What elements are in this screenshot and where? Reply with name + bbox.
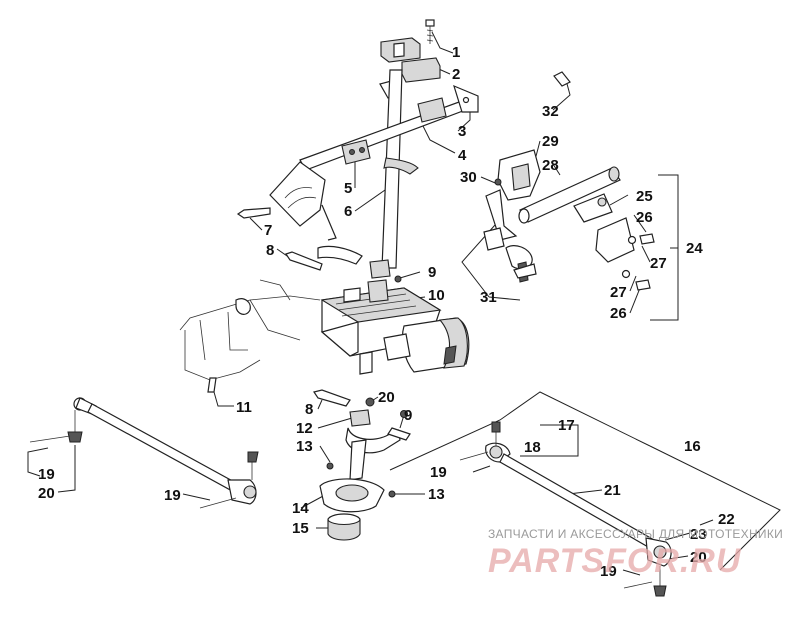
callout-labels: 1 2 3 4 5 6 7 8 9 10 11 8 20 9 12 13 13 … bbox=[38, 44, 735, 580]
watermark-logo: PARTSFOR.RU bbox=[488, 542, 742, 580]
callout-28: 28 bbox=[542, 157, 559, 174]
callout-5: 5 bbox=[344, 180, 352, 197]
callout-32: 32 bbox=[542, 103, 559, 120]
watermark: ЗАПЧАСТИ И АКСЕССУАРЫ ДЛЯ МОТОТЕХНИКИ PA… bbox=[488, 527, 783, 580]
watermark-caption: ЗАПЧАСТИ И АКСЕССУАРЫ ДЛЯ МОТОТЕХНИКИ bbox=[488, 527, 783, 541]
callout-11: 11 bbox=[236, 399, 252, 416]
callout-1: 1 bbox=[452, 44, 460, 61]
callout-19-bottom: 19 bbox=[600, 563, 617, 580]
callout-12: 12 bbox=[296, 420, 313, 437]
callout-16: 16 bbox=[684, 438, 701, 455]
steering-support-assembly bbox=[483, 71, 655, 291]
pitman-assembly bbox=[313, 389, 411, 541]
callout-26-lower: 26 bbox=[610, 305, 627, 322]
steering-column bbox=[236, 19, 479, 283]
callout-27-upper: 27 bbox=[650, 255, 667, 272]
callout-10: 10 bbox=[428, 287, 445, 304]
callout-19-left: 19 bbox=[38, 466, 55, 483]
callout-13-lower: 13 bbox=[428, 486, 445, 503]
callout-8-lower: 8 bbox=[305, 401, 313, 418]
callout-17: 17 bbox=[558, 417, 575, 434]
callout-20-center: 20 bbox=[378, 389, 395, 406]
callout-13-upper: 13 bbox=[296, 438, 313, 455]
leader-lines bbox=[27, 31, 781, 576]
callout-29: 29 bbox=[542, 133, 559, 150]
steering-gearbox bbox=[320, 279, 470, 375]
callout-8-upper: 8 bbox=[266, 242, 274, 259]
callout-30: 30 bbox=[460, 169, 477, 186]
callout-19-right: 19 bbox=[430, 464, 447, 481]
callout-23: 23 bbox=[690, 526, 707, 543]
callout-19-rod: 19 bbox=[164, 487, 181, 504]
callout-3: 3 bbox=[458, 123, 466, 140]
callout-6: 6 bbox=[344, 203, 352, 220]
frame-bracket bbox=[179, 279, 321, 393]
callout-31: 31 bbox=[480, 289, 497, 306]
callout-22: 22 bbox=[718, 511, 735, 528]
callout-26-upper: 26 bbox=[636, 209, 653, 226]
callout-24: 24 bbox=[686, 240, 703, 257]
tie-rod-left bbox=[29, 397, 259, 509]
callout-20-right: 20 bbox=[690, 549, 707, 566]
callout-15: 15 bbox=[292, 520, 309, 537]
callout-2: 2 bbox=[452, 66, 460, 83]
callout-21: 21 bbox=[604, 482, 621, 499]
callout-7: 7 bbox=[264, 222, 272, 239]
callout-14: 14 bbox=[292, 500, 309, 517]
tie-rod-right bbox=[459, 421, 672, 597]
callout-18: 18 bbox=[524, 439, 541, 456]
callout-4: 4 bbox=[458, 147, 467, 164]
callout-20-left: 20 bbox=[38, 485, 55, 502]
callout-27-lower: 27 bbox=[610, 284, 627, 301]
callout-25: 25 bbox=[636, 188, 653, 205]
callout-9-upper: 9 bbox=[428, 264, 436, 281]
callout-9-lower: 9 bbox=[404, 407, 412, 424]
